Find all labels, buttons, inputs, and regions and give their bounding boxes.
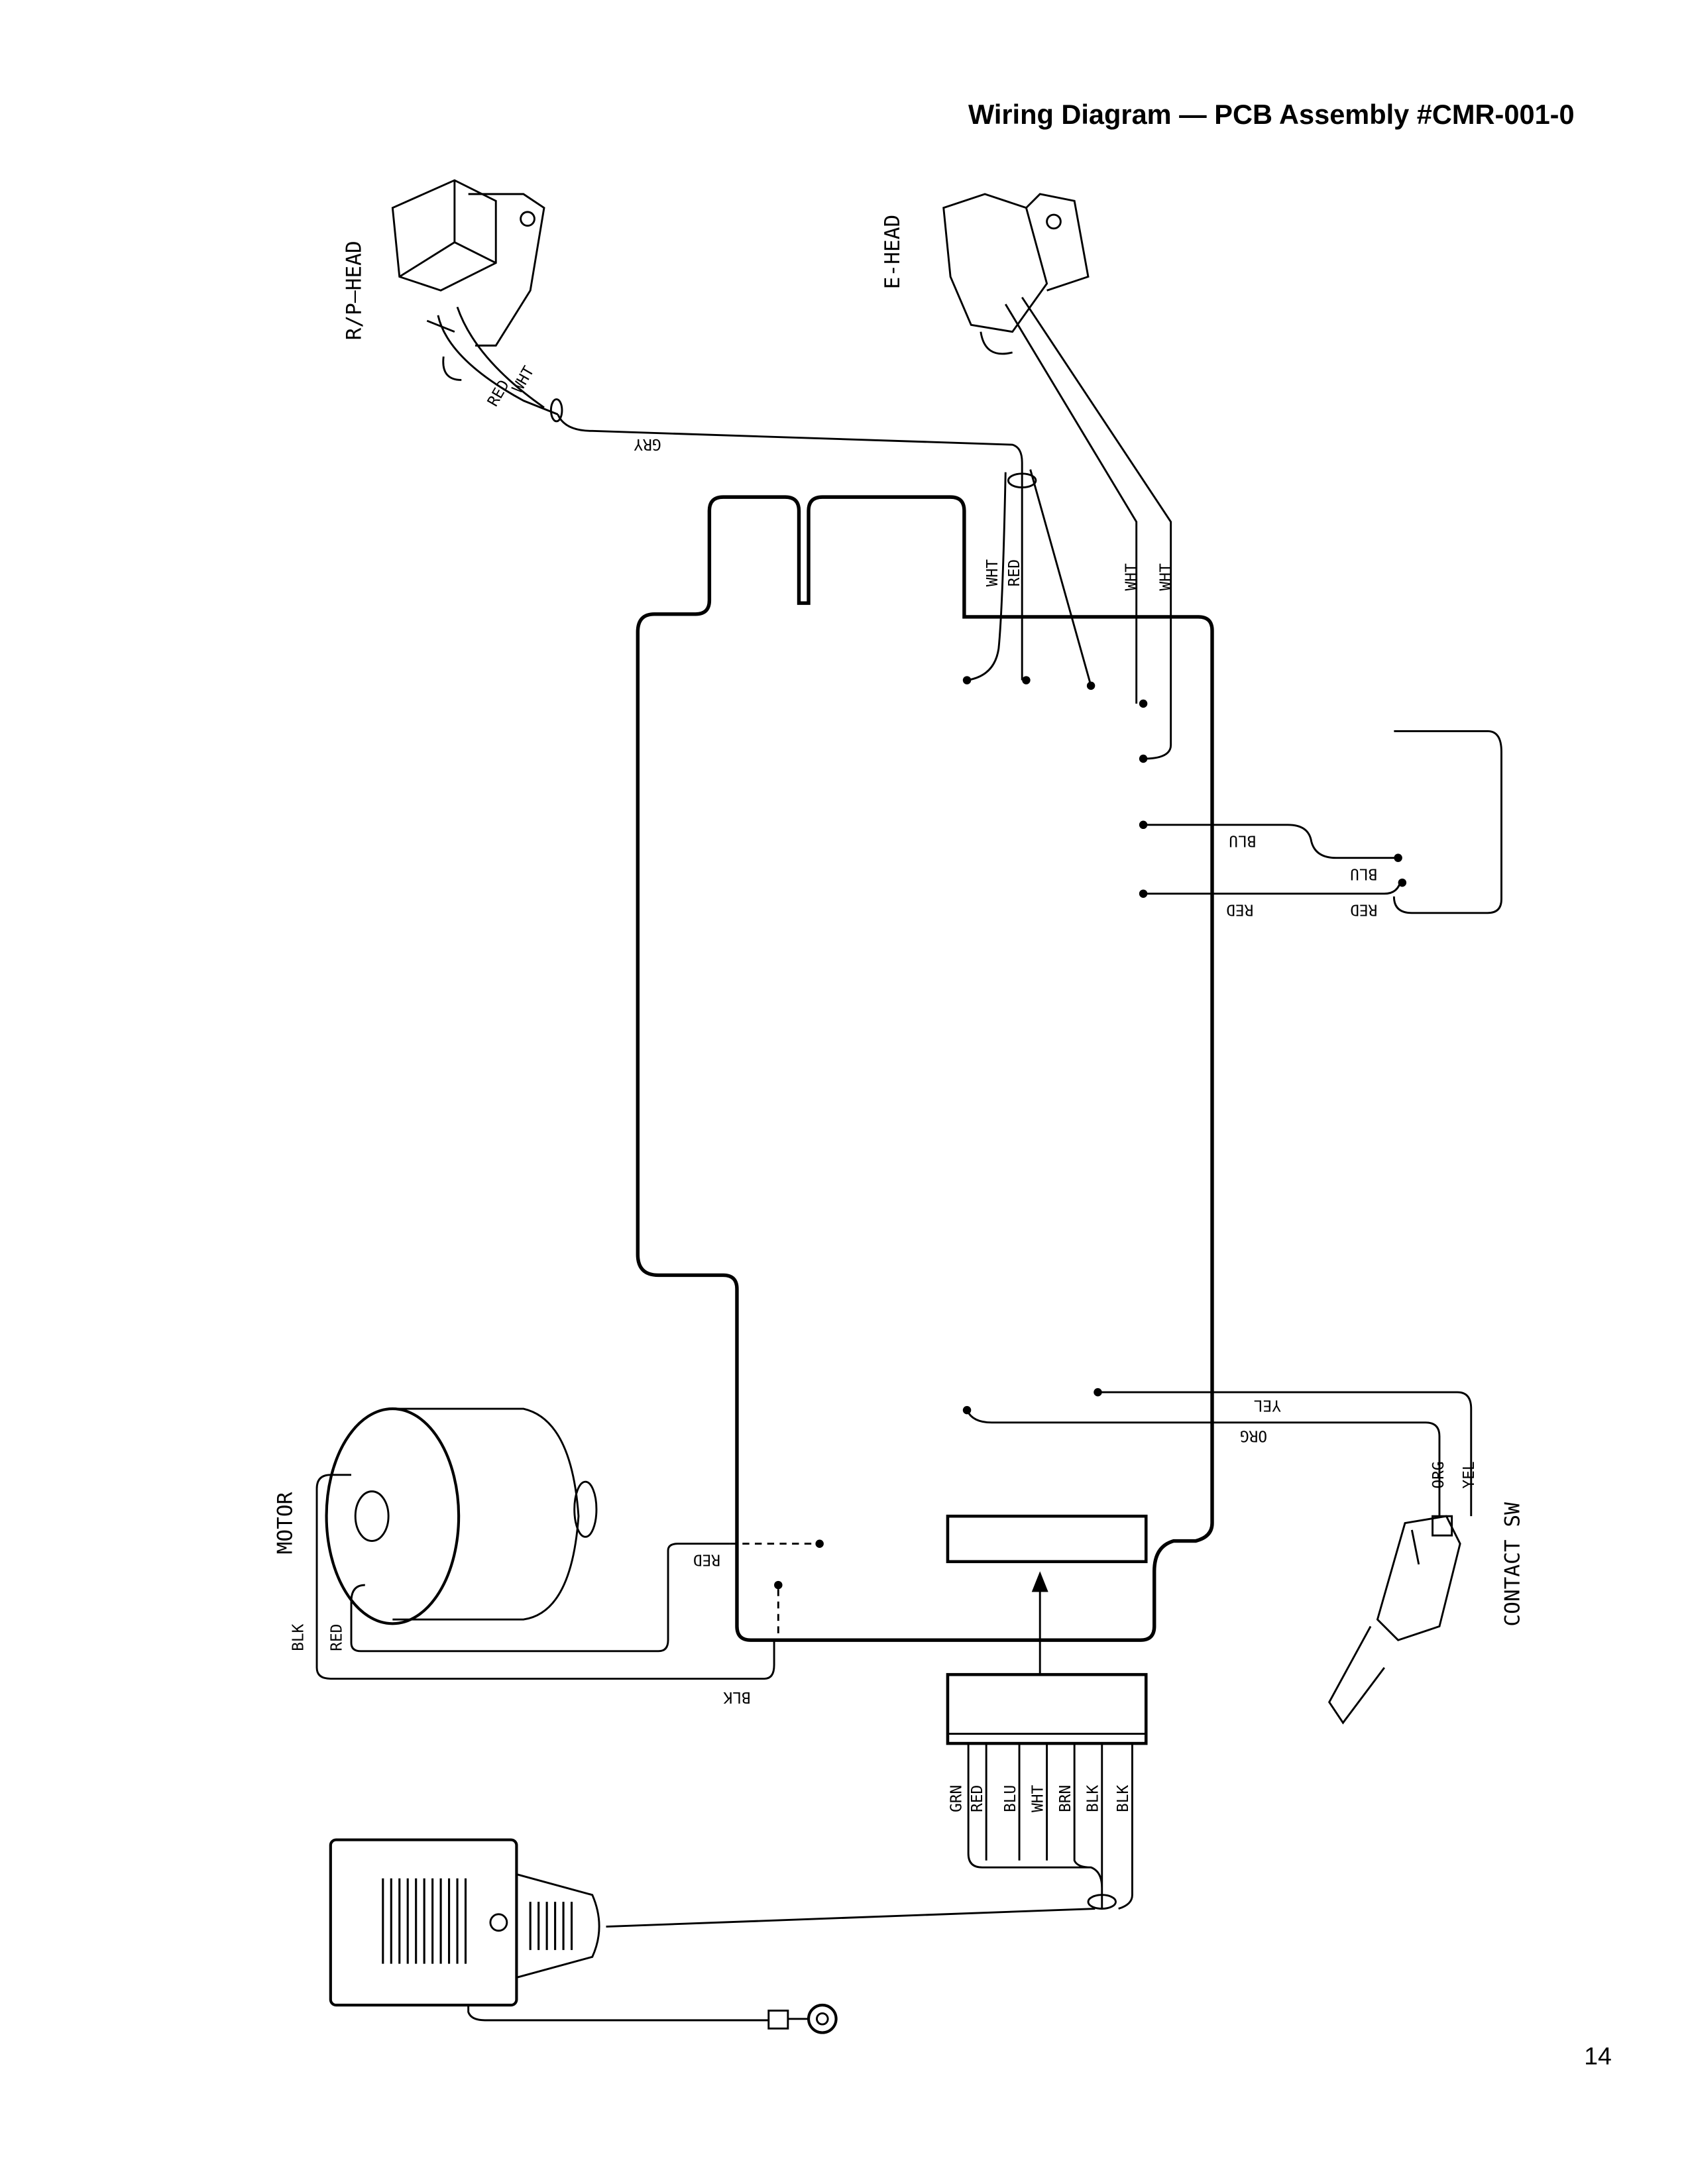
rp-head: R/P—HEAD RED WHT: [343, 179, 563, 423]
wire-label: WHT: [1029, 1784, 1046, 1812]
wire-label: RED: [1350, 901, 1377, 918]
wire-label: ORG: [1240, 1427, 1267, 1444]
page-number: 14: [1584, 2042, 1612, 2069]
wire-label: BLK: [723, 1688, 751, 1706]
motor-label: MOTOR: [274, 1492, 298, 1554]
wire-label: YEL: [1461, 1461, 1478, 1488]
cable-tie: [1007, 472, 1037, 489]
foot-pedal: [329, 1838, 600, 2007]
rp-head-label: R/P—HEAD: [343, 241, 366, 340]
page-title: Wiring Diagram — PCB Assembly #CMR-001-0: [968, 99, 1575, 130]
wire-label: BLU: [1002, 1785, 1019, 1812]
motor: MOTOR: [274, 1407, 598, 1625]
wire-label: YEL: [1254, 1397, 1281, 1414]
wire-label: WHT: [1158, 563, 1175, 591]
side-component: [1392, 730, 1502, 914]
e-head-label: E-HEAD: [881, 215, 905, 290]
wire-label: RED: [1226, 901, 1253, 918]
wire-label: RED: [328, 1624, 345, 1651]
pcb-outline: [636, 495, 1214, 1642]
wire-label: RED: [693, 1551, 720, 1568]
wire-label: BLU: [1350, 865, 1377, 882]
wire-label: BLK: [1085, 1784, 1102, 1812]
wire-label: WHT: [1123, 563, 1141, 591]
wire-label: BLU: [1229, 832, 1256, 849]
wire-label: WHT: [509, 363, 537, 396]
e-head: E-HEAD: [881, 193, 1090, 355]
wire-label: ORG: [1430, 1461, 1447, 1488]
wire-label: RED: [484, 377, 513, 410]
wire-label: RED: [969, 1785, 986, 1812]
wire-label: GRN: [948, 1785, 966, 1812]
solder-points: [774, 676, 1407, 1590]
connector-wire-labels: GRN RED BLU WHT BRN BLK BLK: [948, 1784, 1132, 1812]
contact-switch: CONTACT SW: [1327, 1502, 1525, 1725]
wire-label: GRY: [634, 435, 661, 453]
wire-label: WHT: [984, 559, 1001, 587]
gry-wire: [557, 413, 1023, 681]
ground-terminal: [767, 2003, 838, 2034]
wire-label: RED: [1006, 559, 1023, 586]
contact-sw-label: CONTACT SW: [1501, 1502, 1525, 1627]
wire-label: BLK: [1115, 1784, 1132, 1812]
pcb-connector: [946, 1514, 1148, 1564]
wire-label: BRN: [1057, 1785, 1074, 1812]
wire-label: BLK: [290, 1623, 307, 1651]
